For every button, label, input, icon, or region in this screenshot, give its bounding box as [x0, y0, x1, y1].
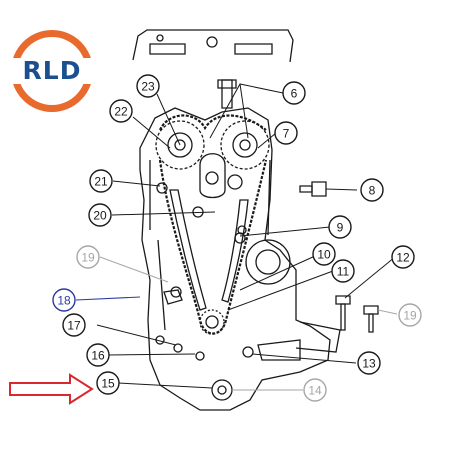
callout-label: 16	[91, 349, 105, 363]
callout-layer: 6 7 8 9 10 11 12 13 14 15 16 17 18 19 19 20 21 22 23	[52, 74, 422, 402]
callout-label: 8	[369, 184, 376, 198]
callout-c17: 17	[62, 313, 86, 337]
callout-label: 21	[94, 175, 108, 189]
logo-ring-icon	[11, 30, 93, 112]
callout-label: 17	[67, 319, 81, 333]
callout-label: 14	[308, 384, 322, 398]
faded-leader-lines	[99, 256, 398, 391]
callout-c6: 6	[282, 81, 306, 105]
callout-circle	[282, 81, 306, 105]
callout-circle	[96, 371, 120, 395]
callout-circle	[86, 343, 110, 367]
callout-c9: 9	[328, 215, 352, 239]
callout-c15: 15	[96, 371, 120, 395]
callout-c19a: 19	[76, 245, 100, 269]
callout-label: 12	[396, 251, 410, 265]
rld-logo: RLD	[9, 28, 95, 114]
callout-label: 19	[403, 309, 417, 323]
callout-c22: 22	[109, 99, 133, 123]
callout-circle	[328, 215, 352, 239]
callout-c21: 21	[89, 169, 113, 193]
leader-lines	[96, 83, 396, 389]
callout-circle	[88, 203, 112, 227]
callout-c12: 12	[391, 245, 415, 269]
callout-circle	[357, 351, 381, 375]
callout-c19b: 19	[398, 303, 422, 327]
callout-label: 9	[337, 221, 344, 235]
callout-circle	[331, 259, 355, 283]
red-arrow-icon	[9, 373, 94, 405]
logo-text: RLD	[22, 56, 82, 85]
callout-c8: 8	[360, 178, 384, 202]
callout-circle	[391, 245, 415, 269]
callout-label: 7	[283, 127, 290, 141]
callout-label: 19	[81, 251, 95, 265]
callout-circle	[76, 245, 100, 269]
engine-block-outline	[132, 29, 379, 411]
callout-label: 18	[57, 294, 71, 308]
callout-label: 22	[114, 105, 128, 119]
callout-c23: 23	[136, 74, 160, 98]
callout-circle	[274, 121, 298, 145]
callout-label: 11	[337, 265, 350, 279]
callout-c18: 18	[52, 288, 76, 312]
callout-circle	[89, 169, 113, 193]
callout-c7: 7	[274, 121, 298, 145]
callout-label: 23	[141, 80, 155, 94]
callout-circle	[398, 303, 422, 327]
callout-c11: 11	[331, 259, 355, 283]
highlight-leader-line	[75, 296, 141, 301]
callout-label: 15	[101, 377, 115, 391]
callout-circle	[303, 378, 327, 402]
callout-circle	[62, 313, 86, 337]
callout-label: 20	[93, 209, 107, 223]
callout-c16: 16	[86, 343, 110, 367]
callout-circle	[109, 99, 133, 123]
callout-circle	[136, 74, 160, 98]
callout-circle	[312, 242, 336, 266]
callout-circle	[360, 178, 384, 202]
callout-label: 13	[362, 357, 376, 371]
callout-label: 6	[291, 87, 298, 101]
callout-c14: 14	[303, 378, 327, 402]
callout-c20: 20	[88, 203, 112, 227]
callout-circle	[52, 288, 76, 312]
callout-label: 10	[317, 248, 331, 262]
callout-c13: 13	[357, 351, 381, 375]
callout-c10: 10	[312, 242, 336, 266]
